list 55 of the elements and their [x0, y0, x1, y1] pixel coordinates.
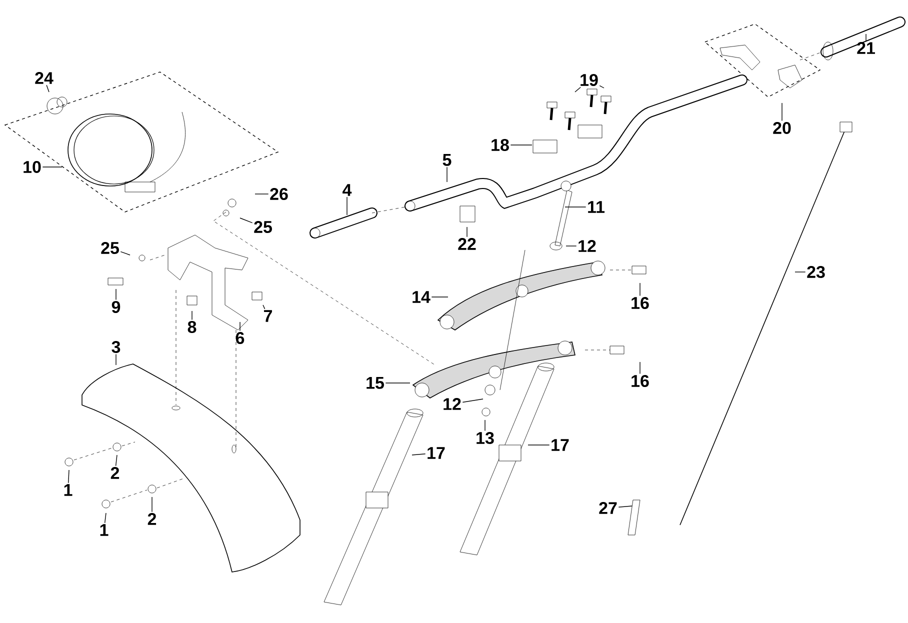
leader-line — [446, 166, 448, 182]
callout-number: 9 — [112, 300, 120, 314]
callout-number: 21 — [857, 42, 875, 54]
leader-line — [599, 85, 604, 88]
leader-line — [528, 444, 550, 446]
callout-number: 15 — [366, 377, 384, 389]
callout-number: 27 — [599, 502, 617, 514]
leader-line — [120, 251, 130, 256]
callout-number: 12 — [578, 240, 596, 252]
leader-line — [42, 166, 62, 168]
leader-line — [412, 454, 426, 456]
callout-number: 17 — [552, 439, 569, 451]
callout-number: 23 — [807, 266, 825, 278]
callout-number: 1 — [100, 524, 108, 536]
callout-number: 2 — [148, 513, 156, 525]
leader-line — [46, 84, 50, 92]
leader-line — [466, 226, 468, 238]
leader-line — [346, 196, 348, 216]
callout-number: 6 — [236, 332, 244, 344]
callout-number: 2 — [110, 467, 120, 479]
leader-line — [618, 506, 632, 508]
callout-number: 14 — [412, 291, 430, 303]
leader-line — [240, 218, 253, 224]
leader-line — [262, 304, 266, 310]
leader-line — [484, 420, 486, 432]
callout-number: 24 — [35, 72, 54, 84]
callout-number: 3 — [112, 340, 120, 354]
callout-number: 17 — [428, 447, 445, 459]
leader-line — [462, 398, 484, 403]
callout-number: 7 — [264, 310, 272, 322]
callout-number: 20 — [773, 122, 791, 134]
callout-number: 13 — [476, 432, 494, 444]
callout-number: 19 — [580, 74, 598, 86]
leader-line — [431, 296, 448, 298]
callout-number: 1 — [64, 484, 72, 496]
callout-number: 22 — [458, 238, 476, 250]
callout-number: 10 — [24, 160, 41, 174]
leader-line — [385, 382, 410, 384]
leader-line — [510, 144, 532, 146]
callout-number: 26 — [270, 188, 288, 200]
leader-line — [68, 470, 70, 484]
callout-number: 25 — [254, 220, 272, 234]
callout-number: 16 — [632, 296, 649, 310]
callout-number: 25 — [101, 242, 119, 254]
leader-line — [574, 86, 581, 92]
leader-line — [115, 454, 118, 466]
callout-number: 5 — [442, 154, 452, 166]
callout-number: 18 — [492, 138, 509, 152]
callout-number: 4 — [342, 184, 352, 196]
callout-number: 16 — [632, 374, 649, 388]
callout-number: 8 — [188, 320, 196, 334]
leader-line — [564, 206, 586, 208]
callout-number: 11 — [588, 201, 605, 213]
callout-number: 12 — [444, 398, 461, 410]
leader-line — [104, 512, 106, 524]
